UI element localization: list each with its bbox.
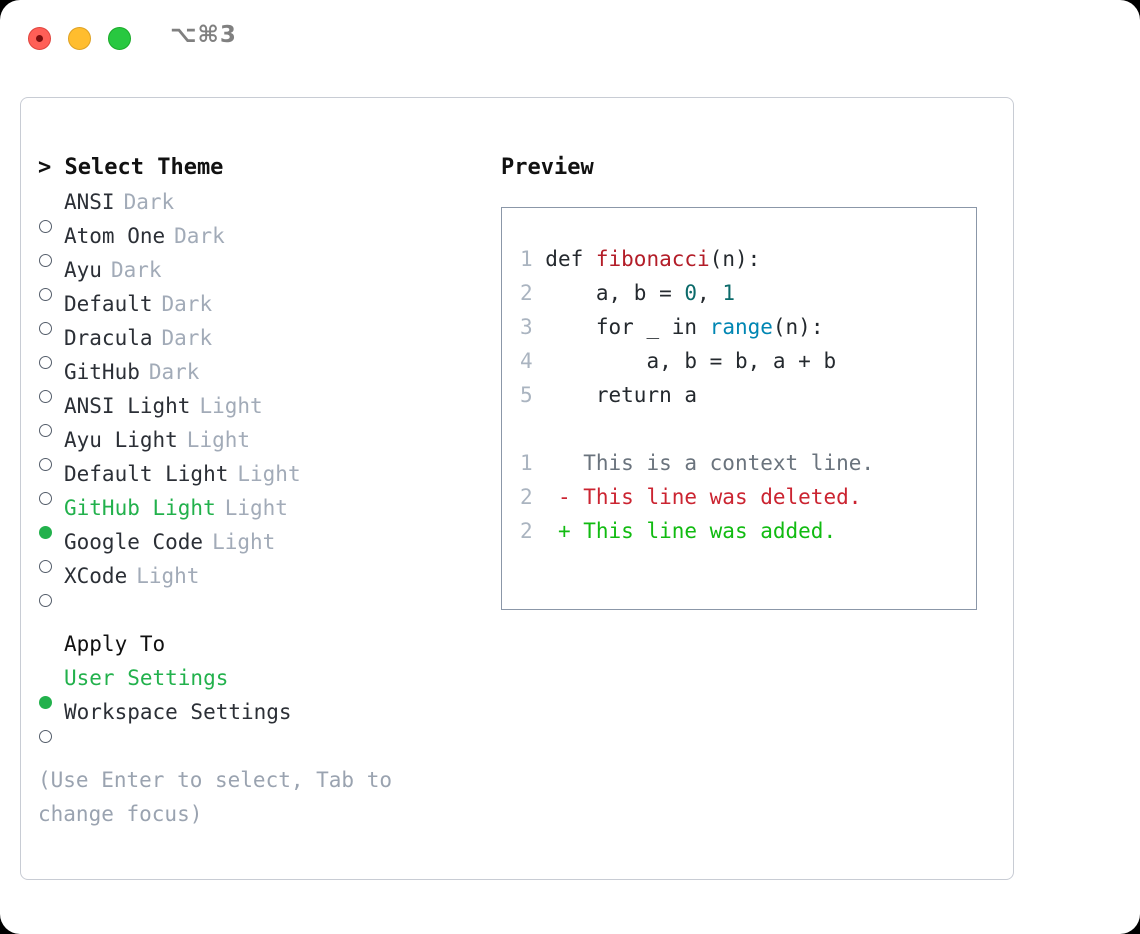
code-line: 1 def fibonacci(n): bbox=[520, 242, 976, 276]
close-window-button[interactable] bbox=[28, 27, 51, 50]
code-token-num: 0 bbox=[684, 281, 698, 305]
code-line: 2 a, b = 0, 1 bbox=[520, 276, 976, 310]
code-token-fn: fibonacci bbox=[595, 247, 710, 271]
apply-to-option-0[interactable]: User Settings bbox=[38, 661, 478, 709]
code-token-plain: def bbox=[545, 247, 596, 271]
theme-option-1[interactable]: Atom One Dark bbox=[38, 219, 478, 267]
theme-option-5[interactable]: GitHub Dark bbox=[38, 355, 478, 403]
apply-to-option-label: Workspace Settings bbox=[64, 700, 292, 724]
theme-option-badge: Light bbox=[136, 564, 200, 588]
code-token-plain: for _ in bbox=[545, 315, 710, 339]
diff-line-number: 2 bbox=[520, 519, 558, 543]
theme-option-badge: Dark bbox=[174, 224, 225, 248]
theme-option-badge: Dark bbox=[123, 190, 175, 214]
theme-option-0[interactable]: ANSI Dark bbox=[38, 185, 478, 233]
theme-option-label: Ayu Light bbox=[64, 428, 178, 452]
code-token-call: range bbox=[709, 315, 773, 339]
diff-line-number: 1 bbox=[520, 451, 558, 475]
theme-option-label: ANSI bbox=[64, 190, 115, 214]
preview-column: Preview 1 def fibonacci(n):2 a, b = 0, 1… bbox=[501, 151, 1001, 610]
code-token-plain: a, b = b, a + b bbox=[545, 349, 837, 373]
theme-option-6[interactable]: ANSI Light Light bbox=[38, 389, 478, 437]
apply-to-option-label: User Settings bbox=[64, 666, 229, 690]
theme-option-2[interactable]: Ayu Dark bbox=[38, 253, 478, 301]
code-token-plain: return a bbox=[545, 383, 698, 407]
theme-option-badge: Light bbox=[237, 462, 301, 486]
code-line: 3 for _ in range(n): bbox=[520, 310, 976, 344]
minimize-window-button[interactable] bbox=[68, 27, 91, 50]
code-line: 5 return a bbox=[520, 378, 976, 412]
diff-line-del: 2 - This line was deleted. bbox=[520, 480, 976, 514]
diff-line-add: 2 + This line was added. bbox=[520, 514, 976, 548]
theme-option-badge: Light bbox=[199, 394, 263, 418]
theme-option-badge: Dark bbox=[161, 292, 213, 316]
theme-option-10[interactable]: Google Code Light bbox=[38, 525, 478, 573]
theme-option-3[interactable]: Default Dark bbox=[38, 287, 478, 335]
theme-option-11[interactable]: XCode Light bbox=[38, 559, 478, 607]
code-diff-spacer bbox=[520, 412, 976, 446]
title-bar: ⌥⌘3 bbox=[0, 0, 1140, 78]
theme-option-label: Ayu bbox=[64, 258, 102, 282]
code-token-plain: (n): bbox=[772, 315, 824, 339]
code-token-plain: , bbox=[697, 281, 723, 305]
code-line-number: 3 bbox=[520, 315, 546, 339]
diff-text: This line was added. bbox=[583, 519, 837, 543]
theme-option-label: Dracula bbox=[64, 326, 153, 350]
code-token-plain: a, b = bbox=[545, 281, 685, 305]
diff-text: This line was deleted. bbox=[583, 485, 862, 509]
maximize-window-button[interactable] bbox=[108, 27, 131, 50]
code-token-plain: (n): bbox=[709, 247, 761, 271]
theme-option-badge: Dark bbox=[110, 258, 162, 282]
theme-option-label: GitHub Light bbox=[64, 496, 216, 520]
diff-sample: 1 This is a context line.2 - This line w… bbox=[520, 446, 976, 548]
theme-option-badge: Light bbox=[212, 530, 276, 554]
diff-marker: - bbox=[557, 485, 584, 509]
theme-option-8[interactable]: Default Light Light bbox=[38, 457, 478, 505]
theme-option-7[interactable]: Ayu Light Light bbox=[38, 423, 478, 471]
keyboard-hint-text: (Use Enter to select, Tab to change focu… bbox=[38, 768, 393, 826]
select-theme-heading: > Select Theme bbox=[38, 155, 224, 180]
theme-option-badge: Dark bbox=[148, 360, 200, 384]
code-line-number: 1 bbox=[520, 247, 546, 271]
theme-option-badge: Light bbox=[186, 428, 251, 452]
theme-option-label: Atom One bbox=[64, 224, 166, 248]
theme-option-label: Default bbox=[64, 292, 153, 316]
code-line-number: 2 bbox=[520, 281, 546, 305]
theme-option-label: ANSI Light bbox=[64, 394, 191, 418]
theme-option-label: Google Code bbox=[64, 530, 204, 554]
theme-option-label: XCode bbox=[64, 564, 128, 588]
diff-marker: + bbox=[557, 519, 584, 543]
apply-to-heading: Apply To bbox=[64, 632, 166, 656]
keyboard-shortcut-label: ⌥⌘3 bbox=[170, 22, 237, 48]
code-line-number: 5 bbox=[520, 383, 546, 407]
diff-line-number: 2 bbox=[520, 485, 558, 509]
diff-marker bbox=[558, 451, 583, 475]
theme-option-label: GitHub bbox=[64, 360, 140, 384]
code-token-num: 1 bbox=[722, 281, 735, 305]
apply-to-option-1[interactable]: Workspace Settings bbox=[38, 695, 478, 743]
code-line-number: 4 bbox=[520, 349, 546, 373]
theme-option-badge: Light bbox=[224, 496, 288, 520]
preview-heading: Preview bbox=[501, 155, 594, 180]
theme-option-9[interactable]: GitHub Light Light bbox=[38, 491, 478, 539]
diff-text: This is a context line. bbox=[583, 451, 875, 475]
theme-option-4[interactable]: Dracula Dark bbox=[38, 321, 478, 369]
theme-option-badge: Dark bbox=[161, 326, 213, 350]
code-line: 4 a, b = b, a + b bbox=[520, 344, 976, 378]
diff-line-ctx: 1 This is a context line. bbox=[520, 446, 976, 480]
theme-option-label: Default Light bbox=[64, 462, 229, 486]
